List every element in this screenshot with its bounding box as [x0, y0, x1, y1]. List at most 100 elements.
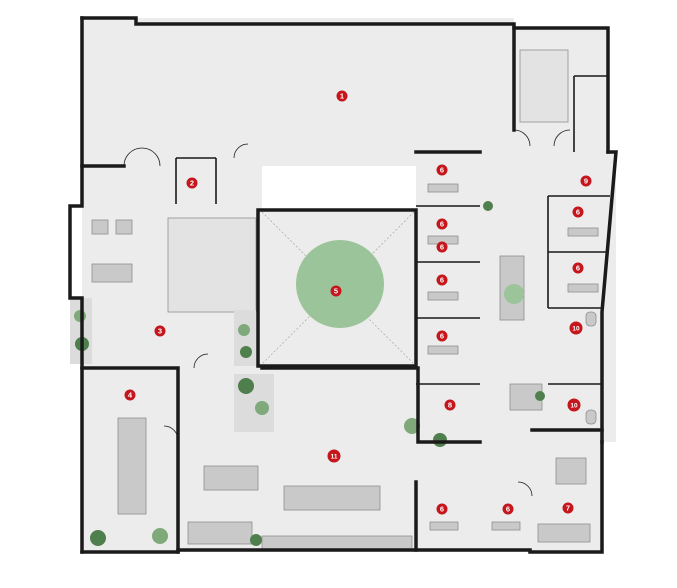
desk-6c — [427, 291, 459, 301]
exterior-wall-west — [68, 16, 84, 554]
stair-west — [167, 217, 257, 313]
lounge-counter — [283, 485, 381, 511]
marker-label: 1 — [340, 92, 344, 101]
armchair-west-b — [115, 219, 133, 235]
room-9-marker: 9 — [580, 175, 592, 187]
meeting-table-7 — [555, 457, 587, 485]
marker-dot — [436, 503, 448, 515]
room-6b-marker: 6 — [436, 218, 448, 230]
room-10b-marker: 10 — [567, 398, 581, 412]
furniture — [91, 49, 599, 551]
room-6c-marker: 6 — [436, 241, 448, 253]
tree — [504, 284, 524, 304]
marker-label: 8 — [448, 401, 452, 410]
partitions — [175, 75, 610, 385]
desk-6g — [429, 521, 459, 531]
marker-label: 6 — [440, 220, 444, 229]
room-1-marker: 1 — [336, 90, 348, 102]
room-10a-marker: 10 — [569, 321, 583, 335]
lounge-bench — [261, 535, 413, 551]
marker-dot — [154, 325, 166, 337]
marker-label: 3 — [158, 327, 162, 336]
desk-6a — [427, 183, 459, 193]
marker-dot — [436, 164, 448, 176]
stair-north — [519, 49, 569, 123]
tree — [255, 401, 269, 415]
marker-dot — [562, 502, 574, 514]
marker-label: 10 — [572, 326, 580, 333]
walls — [68, 16, 618, 554]
sofa-west — [91, 263, 133, 283]
door — [553, 129, 571, 147]
courtyard-planting — [296, 240, 384, 328]
tree — [250, 534, 262, 546]
desk-6f — [567, 283, 599, 293]
main-hall-floor — [82, 18, 514, 166]
marker-dot — [327, 449, 341, 463]
desk-6e — [567, 227, 599, 237]
wall-lounge-north — [260, 366, 482, 444]
marker-dot — [444, 399, 456, 411]
marker-dot — [330, 285, 342, 297]
marker-label: 6 — [440, 505, 444, 514]
door — [233, 143, 249, 159]
armchairs-7 — [537, 523, 591, 543]
marker-label: 10 — [570, 403, 578, 410]
tree — [74, 310, 86, 322]
door-swings — [123, 129, 571, 497]
marker-label: 2 — [190, 179, 194, 188]
marker-label: 9 — [584, 177, 588, 186]
marker-dot — [567, 398, 581, 412]
marker-dot — [569, 321, 583, 335]
marker-dot — [572, 206, 584, 218]
desk-6d — [427, 345, 459, 355]
planters — [70, 201, 545, 546]
toilet-10b — [585, 409, 597, 425]
room-6h-marker: 6 — [436, 503, 448, 515]
room-6e-marker: 6 — [436, 330, 448, 342]
marker-dot — [436, 330, 448, 342]
marker-dot — [436, 218, 448, 230]
tree — [240, 346, 252, 358]
tree — [90, 530, 106, 546]
conference-table — [117, 417, 147, 515]
wall-courtyard — [256, 208, 418, 368]
tree — [433, 433, 447, 447]
tree — [238, 324, 250, 336]
tree — [404, 418, 420, 434]
courtyard — [261, 211, 415, 365]
lounge-table-a — [203, 465, 259, 491]
door — [123, 147, 143, 167]
tree — [483, 201, 493, 211]
marker-label: 6 — [440, 243, 444, 252]
tree — [238, 378, 254, 394]
exterior-wall-east — [600, 150, 618, 444]
room-7-marker: 7 — [562, 502, 574, 514]
lounge-sofa — [187, 521, 253, 545]
marker-label: 5 — [334, 287, 338, 296]
marker-dot — [572, 262, 584, 274]
door — [163, 425, 179, 441]
marker-dot — [580, 175, 592, 187]
exterior-wall-north — [80, 16, 610, 154]
marker-label: 4 — [128, 391, 133, 400]
breakout-table — [509, 383, 543, 411]
marker-dot — [124, 389, 136, 401]
room-6i-marker: 6 — [502, 503, 514, 515]
room-6f-marker: 6 — [572, 206, 584, 218]
tree — [535, 391, 545, 401]
marker-label: 6 — [576, 208, 580, 217]
marker-dot — [436, 274, 448, 286]
room-6a-marker: 6 — [436, 164, 448, 176]
marker-label: 6 — [440, 276, 444, 285]
room-11-marker: 11 — [327, 449, 341, 463]
tree — [152, 528, 168, 544]
room-4-marker: 4 — [124, 389, 136, 401]
room-2-marker: 2 — [186, 177, 198, 189]
marker-label: 11 — [331, 454, 338, 461]
marker-dot — [186, 177, 198, 189]
armchair-west-a — [91, 219, 109, 235]
door — [141, 147, 161, 167]
wall-conference — [80, 366, 180, 554]
